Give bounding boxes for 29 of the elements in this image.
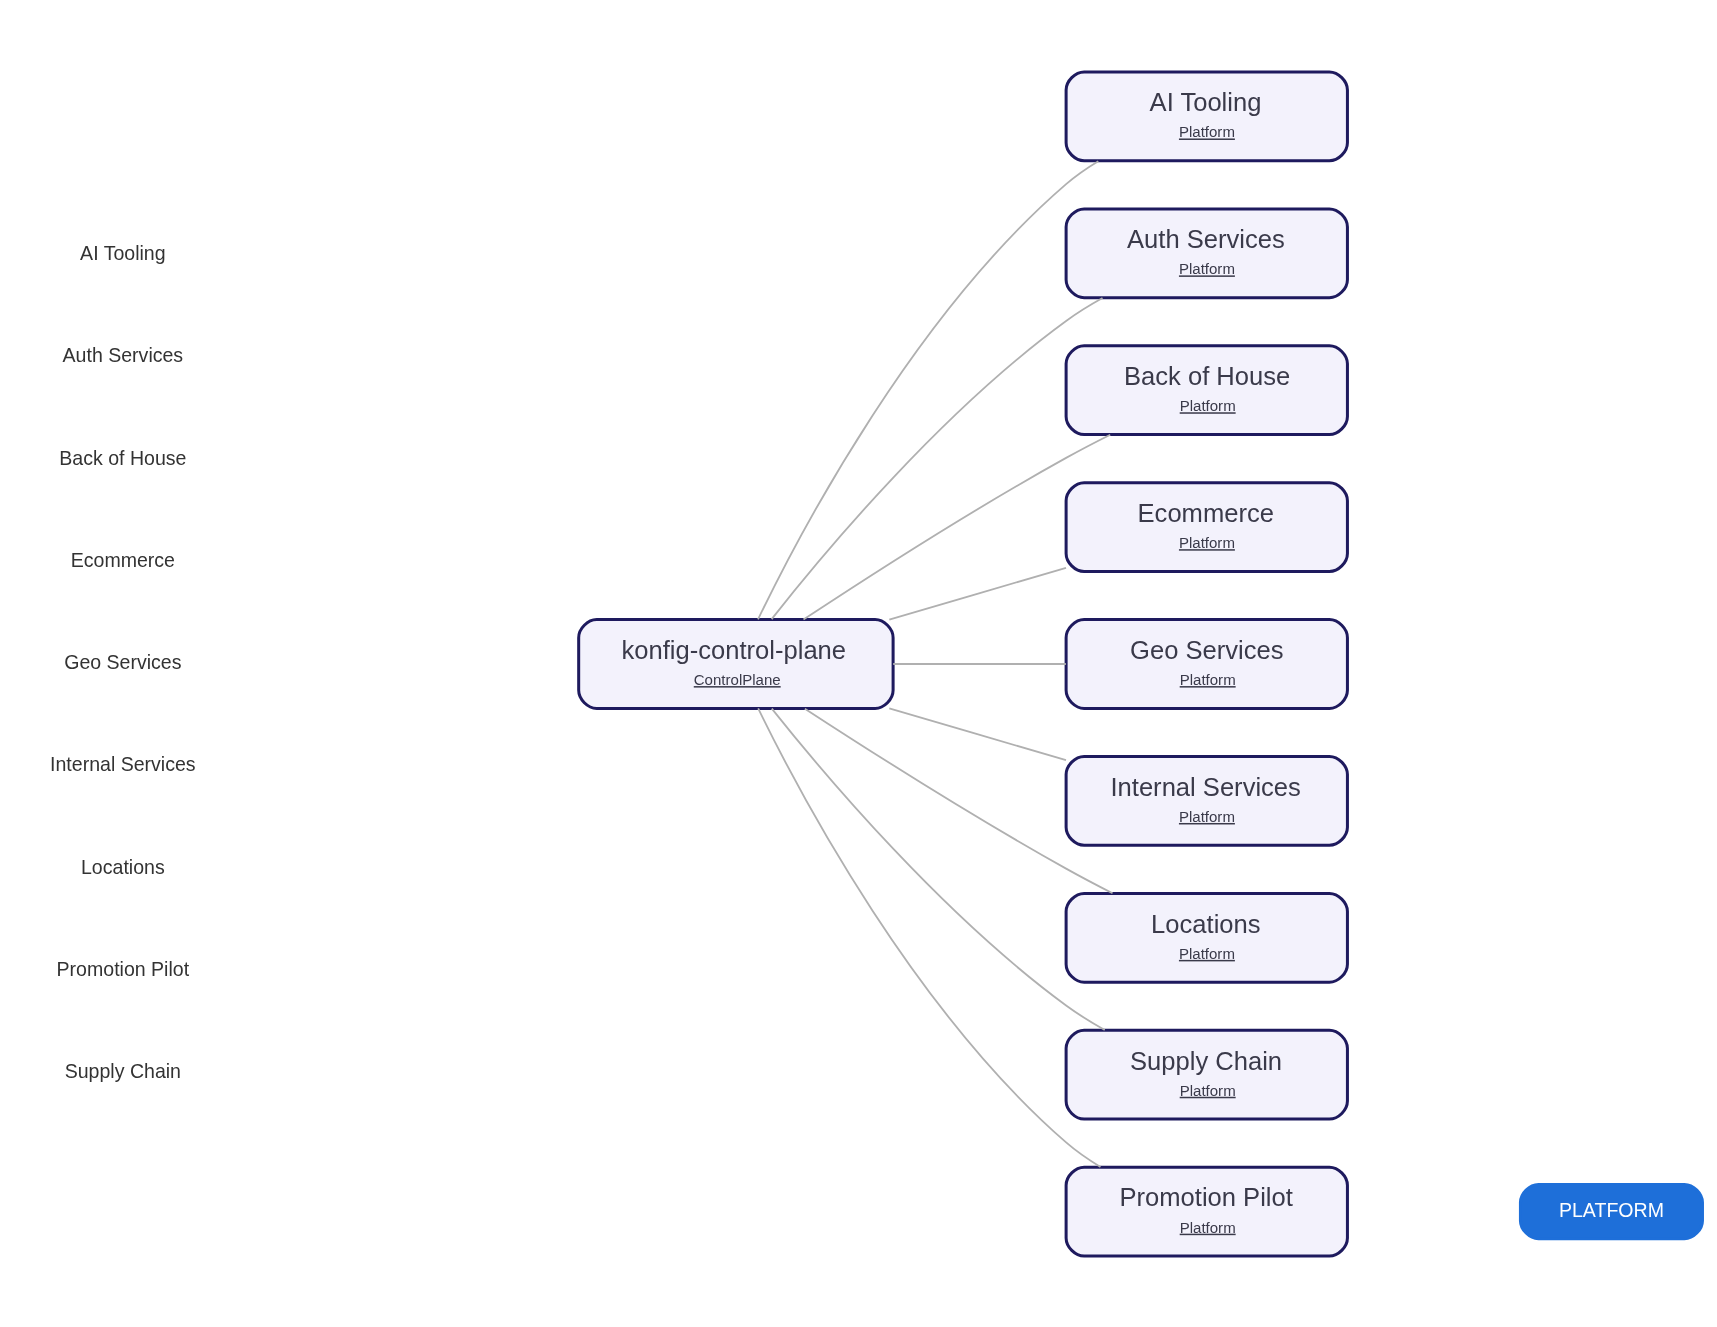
connector	[888, 566, 1067, 620]
label: Internal Services	[50, 752, 196, 775]
node-box: Back of House Platform	[1064, 343, 1349, 436]
node-box: Auth Services Platform	[1064, 206, 1349, 299]
node-box: konfig-control-plane ControlPlane	[577, 617, 895, 710]
connector	[770, 707, 1106, 1031]
node-box: Geo Services Platform	[1064, 617, 1349, 710]
label: PLATFORM	[1558, 1198, 1664, 1221]
label: Supply Chain	[64, 1059, 181, 1082]
label: Back of House	[59, 446, 187, 469]
connector	[892, 662, 1067, 665]
node-box: AI Tooling Platform	[1064, 70, 1349, 162]
label: Locations	[81, 855, 165, 878]
node-box: Ecommerce Platform	[1064, 480, 1349, 573]
label: Auth Services	[62, 343, 184, 366]
connector	[888, 707, 1067, 761]
connector	[757, 707, 1102, 1168]
connector	[770, 296, 1104, 620]
label: Geo Services	[64, 650, 182, 673]
connector	[803, 707, 1114, 894]
node-box: Internal Services Platform	[1064, 754, 1349, 847]
label: Ecommerce	[70, 548, 175, 571]
connector	[802, 433, 1112, 621]
connector	[757, 159, 1100, 620]
node-box: Locations Platform	[1064, 891, 1349, 984]
node-box: Promotion Pilot Platform	[1064, 1165, 1349, 1257]
label: Promotion Pilot	[56, 957, 190, 980]
label: AI Tooling	[80, 241, 166, 264]
node-box: Supply Chain Platform	[1064, 1028, 1349, 1121]
